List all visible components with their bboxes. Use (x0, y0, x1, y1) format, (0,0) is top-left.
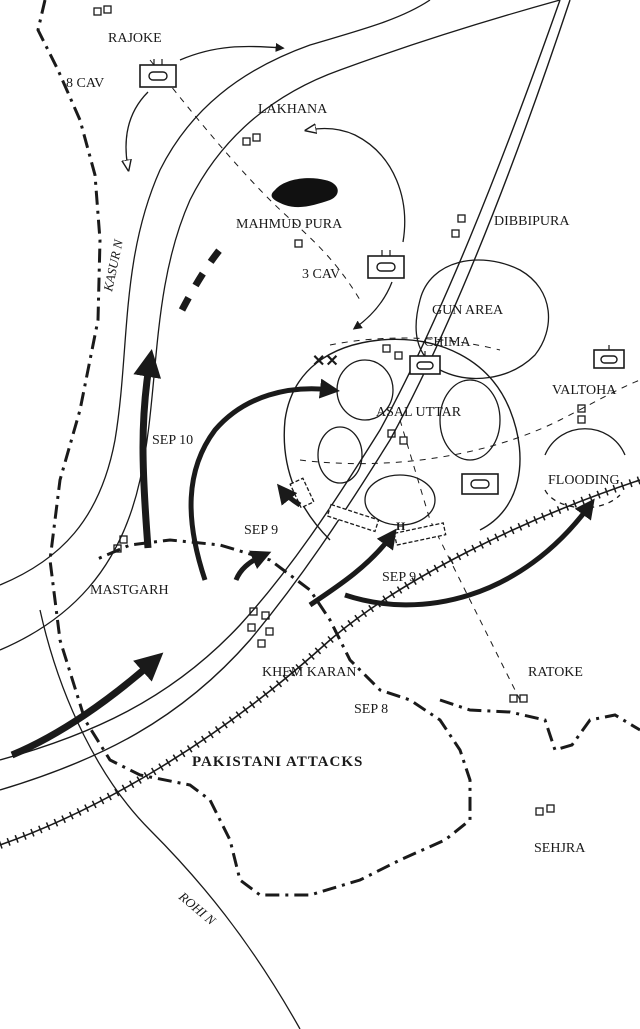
unit-label-8cav: 8 CAV (66, 76, 104, 91)
railway-ties (0, 476, 640, 849)
railway (0, 479, 640, 846)
caption-pakistani-attacks: PAKISTANI ATTACKS (192, 754, 363, 770)
date-label-sep9-east: SEP 9 (382, 570, 416, 585)
place-label-flooding: FLOODING (548, 473, 620, 488)
defence-pocket (364, 474, 436, 526)
defence-pocket (317, 426, 363, 484)
place-label-lakhana: LAKHANA (258, 102, 328, 117)
pak-attack-arrow (188, 378, 340, 581)
rohi-nala (39, 609, 301, 1029)
place-label-mahmud-pura: MAHMUD PURA (236, 217, 343, 232)
place-label-chima: CHIMA (424, 335, 472, 350)
bridge-marker-icon: H (396, 519, 406, 533)
river-label-rohi: ROHI N (175, 888, 219, 929)
tank-unit-icon (593, 345, 625, 369)
track-ratoke (399, 419, 521, 701)
place-label-valtoha: VALTOHA (552, 383, 617, 398)
water-body (271, 178, 338, 208)
tank-unit-icon (409, 351, 441, 375)
kasur-nala-east-bank (0, 0, 561, 651)
place-label-asal-uttar: ASAL UTTAR (376, 405, 462, 420)
arrow-3cav-south (352, 281, 393, 330)
place-label-sehjra: SEHJRA (534, 841, 586, 856)
unit-label-3cav: 3 CAV (302, 267, 340, 282)
international-border (36, 0, 472, 897)
date-label-sep9-west: SEP 9 (244, 523, 278, 538)
place-label-khem-karan: KHEM KARAN (262, 665, 357, 680)
tank-unit-icon (461, 473, 499, 495)
road-north (0, 0, 571, 791)
date-label-sep8: SEP 8 (354, 702, 388, 717)
defence-pocket (439, 379, 501, 461)
horseshoe-defence (283, 338, 521, 541)
pak-attack-arrow (10, 652, 164, 759)
place-label-dibbipura: DIBBIPURA (494, 214, 570, 229)
track-east (299, 379, 640, 465)
border-east (439, 698, 640, 752)
tank-unit-icon (367, 250, 405, 279)
track-lakhana (149, 59, 361, 301)
flooding-ring (544, 428, 626, 456)
river-label-kasur: KASUR N (100, 237, 126, 294)
tank-unit-icon (139, 59, 177, 88)
pak-attack-arrow (277, 483, 302, 508)
arrow-8cav-east (179, 42, 285, 61)
pak-attack-arrow (178, 237, 231, 312)
arrow-8cav-south (126, 91, 149, 168)
arrow-3cav-north (308, 128, 406, 243)
cross-marks-icon: ✕✕ (312, 353, 339, 370)
pak-attack-arrow (308, 528, 397, 608)
place-label-gun-area: GUN AREA (432, 303, 504, 318)
place-label-ratoke: RATOKE (528, 665, 583, 680)
place-label-rajoke: RAJOKE (108, 31, 162, 46)
kasur-nala-west-bank (0, 0, 431, 586)
pak-attack-arrow (344, 498, 595, 608)
minefield (326, 503, 380, 533)
place-label-mastgarh: MASTGARH (90, 583, 169, 598)
village-marker-icon (93, 5, 586, 816)
date-label-sep10: SEP 10 (152, 433, 193, 448)
pak-attack-arrow (133, 348, 162, 549)
pak-attack-arrow (233, 550, 272, 582)
track-chima (329, 337, 501, 351)
